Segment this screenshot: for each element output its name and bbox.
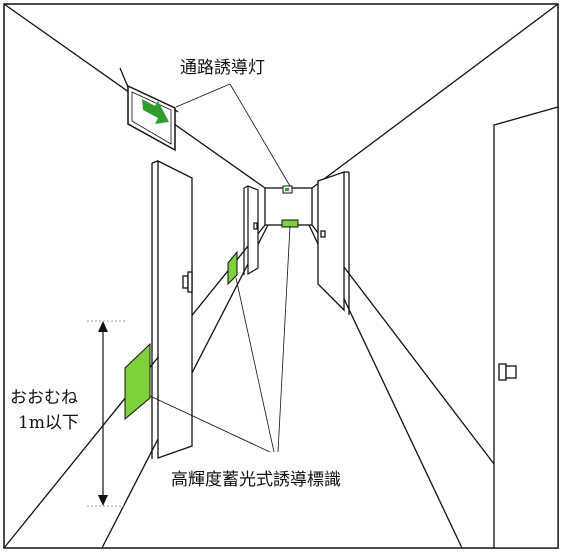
frame (3, 3, 559, 549)
luminous-signs (124, 219, 299, 421)
height-label-line1: おおむね (10, 388, 78, 408)
luminous-signs-label: 高輝度蓄光式誘導標識 (171, 470, 341, 490)
right-middle-door (317, 171, 350, 315)
right-near-door (493, 106, 559, 549)
exit-light-callouts (175, 83, 291, 187)
left-near-door (151, 159, 193, 459)
height-dimension (87, 320, 125, 507)
height-label-line2: 1m以下 (18, 413, 79, 433)
left-far-door (243, 185, 259, 276)
corridor-lines (3, 3, 559, 549)
luminous-sign-far (281, 219, 299, 228)
luminous-sign-near (124, 342, 151, 421)
exit-arrow-icon (142, 99, 169, 124)
far-exit-sign (282, 185, 293, 194)
luminous-sign-callouts (149, 225, 291, 453)
ceiling-exit-sign (119, 67, 179, 152)
luminous-sign-mid (227, 250, 238, 286)
exit-lights-label: 通路誘導灯 (180, 58, 265, 78)
